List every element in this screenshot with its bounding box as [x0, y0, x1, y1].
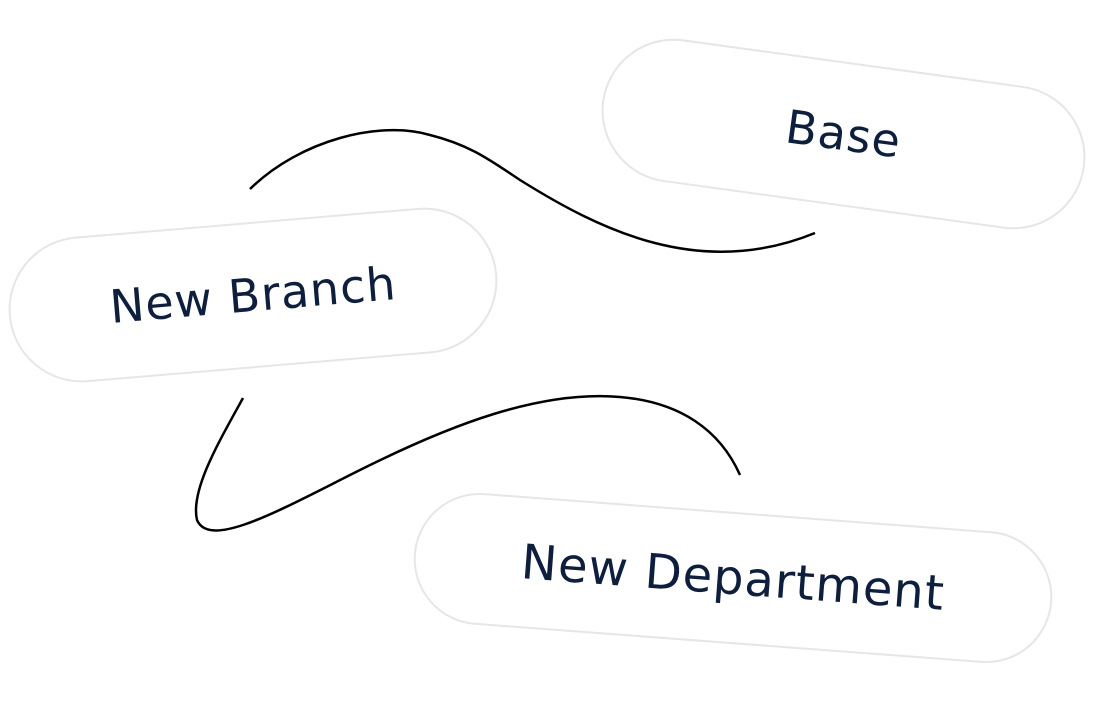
node-base[interactable]: Base: [592, 29, 1095, 239]
node-base-label: Base: [782, 99, 905, 169]
node-new-department[interactable]: New Department: [408, 488, 1058, 668]
node-new-branch-label: New Branch: [107, 256, 399, 334]
node-new-branch[interactable]: New Branch: [2, 201, 504, 389]
node-new-department-label: New Department: [519, 534, 947, 622]
